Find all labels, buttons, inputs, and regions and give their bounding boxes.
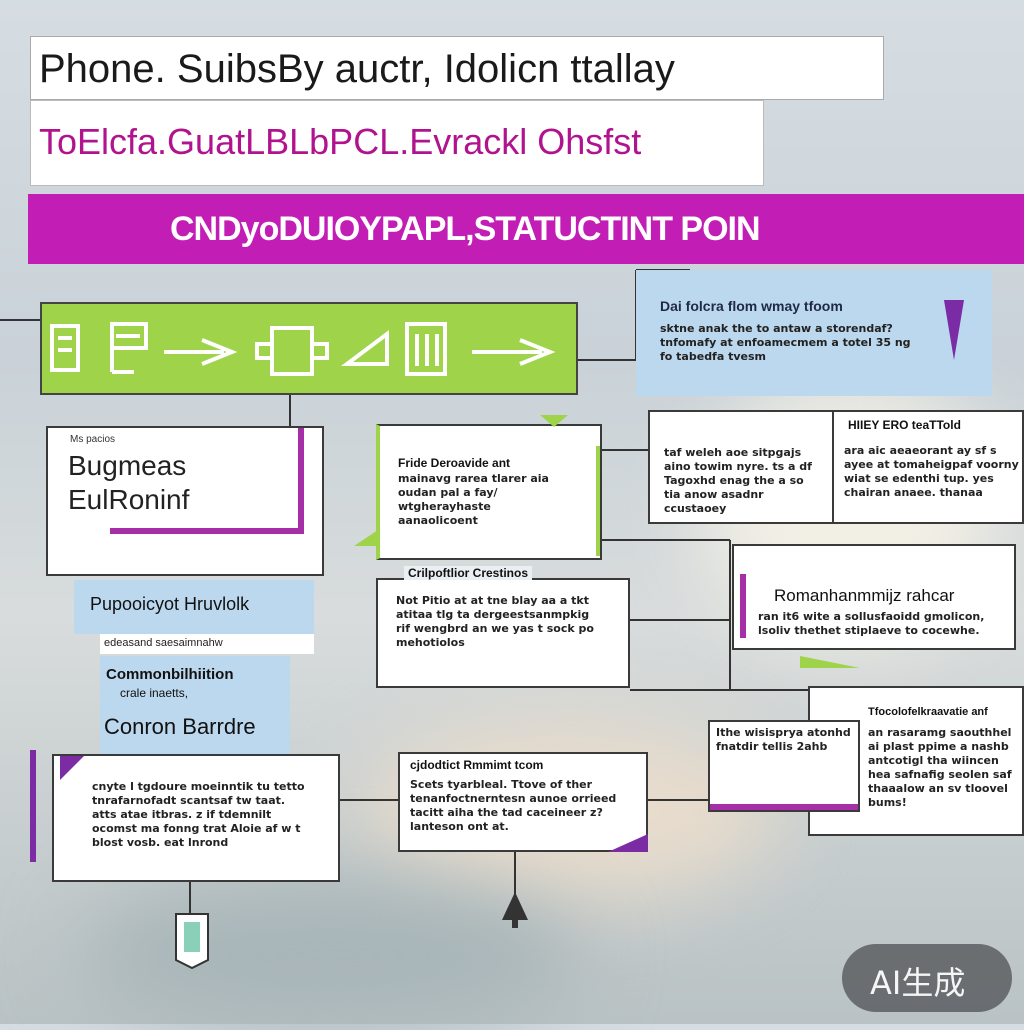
mid-top-box: Fride Deroavide ant mainavg rarea tlarer… — [376, 424, 602, 560]
bottom-mid-heading: cjdodtict Rmmimt tcom — [410, 758, 544, 772]
left-main-title-1: Bugmeas — [68, 450, 187, 481]
right-c-title: Romanhanmmijz rahcar — [774, 586, 955, 605]
top-right-body: sktne anak the to antaw a storendaf? tnf… — [660, 322, 911, 363]
mid-second-heading: Crilpoftlior Crestinos — [404, 566, 533, 580]
arrow-right-icon — [164, 338, 238, 366]
banner-text: CNDyoDUIOYPAPL,STATUCTINT POIN — [170, 210, 761, 248]
mid-top-title: Fride Deroavide ant — [398, 456, 511, 470]
accent-bar — [30, 750, 36, 862]
document-icon — [50, 324, 80, 372]
node-icon — [175, 913, 209, 970]
bottom-right-small-body: Ithe wisisprya atonhd fnatdir tellis 2ah… — [716, 726, 851, 753]
accent-bar — [740, 574, 746, 638]
decorative-shard — [800, 656, 860, 668]
left-blue-subline: edeasand saesaimnahw — [100, 634, 314, 654]
decorative-shard — [540, 415, 568, 427]
device-icon — [255, 326, 329, 376]
mid-top-body: mainavg rarea tlarer aia oudan pal a fay… — [398, 472, 549, 527]
background-floor — [80, 880, 580, 1030]
right-c-box: Romanhanmmijz rahcar ran it6 wite a soll… — [732, 544, 1016, 650]
watermark-text: AI生成 — [870, 964, 966, 1002]
left-blue2-label: Conron Barrdre — [104, 714, 256, 739]
right-a-body: taf weleh aoe sitpgajs aino towim nyre. … — [664, 446, 812, 515]
left-blue-title: Pupooicyot Hruvlolk — [90, 594, 250, 614]
right-b-box: HIIEY ERO teaTTold ara aic aeaeorant ay … — [832, 410, 1024, 524]
banner: CNDyoDUIOYPAPL,STATUCTINT POIN — [28, 194, 1024, 264]
left-blue-header: Pupooicyot Hruvlolk — [74, 580, 314, 634]
left-blue-panel: Commonbilhiition crale inaetts, Conron B… — [100, 656, 290, 756]
bottom-left-box: cnyte l tgdoure moeinntik tu tetto tnraf… — [52, 754, 340, 882]
bottom-mid-box: cjdodtict Rmmimt tcom Scets tyarbleal. T… — [398, 752, 648, 852]
title-box: Phone. SuibsBy auctr, Idolicn ttallay — [30, 36, 884, 100]
accent-bar — [710, 804, 858, 810]
top-right-panel: Dai folcra flom wmay tfoom sktne anak th… — [636, 270, 992, 396]
bottom-mid-body: Scets tyarbleal. Ttove of ther tenanfoct… — [410, 778, 617, 833]
mid-second-box: Not Pitio at at tne blay aa a tkt atitaa… — [376, 578, 630, 688]
server-icon — [405, 322, 447, 376]
bottom-right-title: Tfocolofelkraavatie anf — [868, 706, 988, 718]
icon-row — [50, 322, 556, 376]
bottom-right-small-box: Ithe wisisprya atonhd fnatdir tellis 2ah… — [708, 720, 860, 812]
accent-bar — [110, 528, 302, 534]
watermark-badge: AI生成 — [842, 944, 1012, 1012]
right-b-body: ara aic aeaeorant ay sf s ayee at tomahe… — [844, 444, 1019, 499]
icon-bar — [40, 302, 578, 395]
arrow-right-icon — [472, 338, 556, 366]
page-subtitle: ToElcfa.GuatLBLbPCL.Evrackl Ohsfst — [39, 121, 642, 162]
right-b-title: HIIEY ERO teaTTold — [848, 418, 961, 432]
accent-bar — [298, 428, 304, 534]
left-main-box: Ms pacios Bugmeas EulRoninf — [46, 426, 324, 576]
decorative-shard — [944, 300, 964, 360]
bottom-right-body: an rasaramg saouthhel ai plast ppime a n… — [868, 726, 1012, 809]
right-c-body: ran it6 wite a sollusfaoidd gmolicon, ls… — [758, 610, 985, 637]
bottom-left-body: cnyte l tgdoure moeinntik tu tetto tnraf… — [92, 780, 305, 849]
left-blue2-title: Commonbilhiition — [106, 666, 234, 683]
mid-second-body: Not Pitio at at tne blay aa a tkt atitaa… — [396, 594, 594, 649]
left-main-title-2: EulRoninf — [68, 484, 190, 515]
envelope-icon — [341, 330, 389, 366]
accent-bar — [596, 446, 600, 556]
decorative-shard — [60, 756, 84, 780]
top-right-title: Dai folcra flom wmay tfoom — [660, 298, 843, 314]
subtitle-box: ToElcfa.GuatLBLbPCL.Evrackl Ohsfst — [30, 100, 764, 186]
left-main-caption: Ms pacios — [70, 434, 116, 445]
page-title: Phone. SuibsBy auctr, Idolicn ttallay — [39, 47, 675, 91]
form-icon — [110, 322, 148, 374]
left-blue-body: edeasand saesaimnahw — [104, 637, 223, 649]
node-icon — [502, 892, 528, 928]
left-blue2-sub: crale inaetts, — [120, 686, 189, 700]
right-a-box: taf weleh aoe sitpgajs aino towim nyre. … — [648, 410, 834, 524]
decorative-shard — [608, 834, 648, 852]
decorative-shard — [354, 530, 378, 546]
